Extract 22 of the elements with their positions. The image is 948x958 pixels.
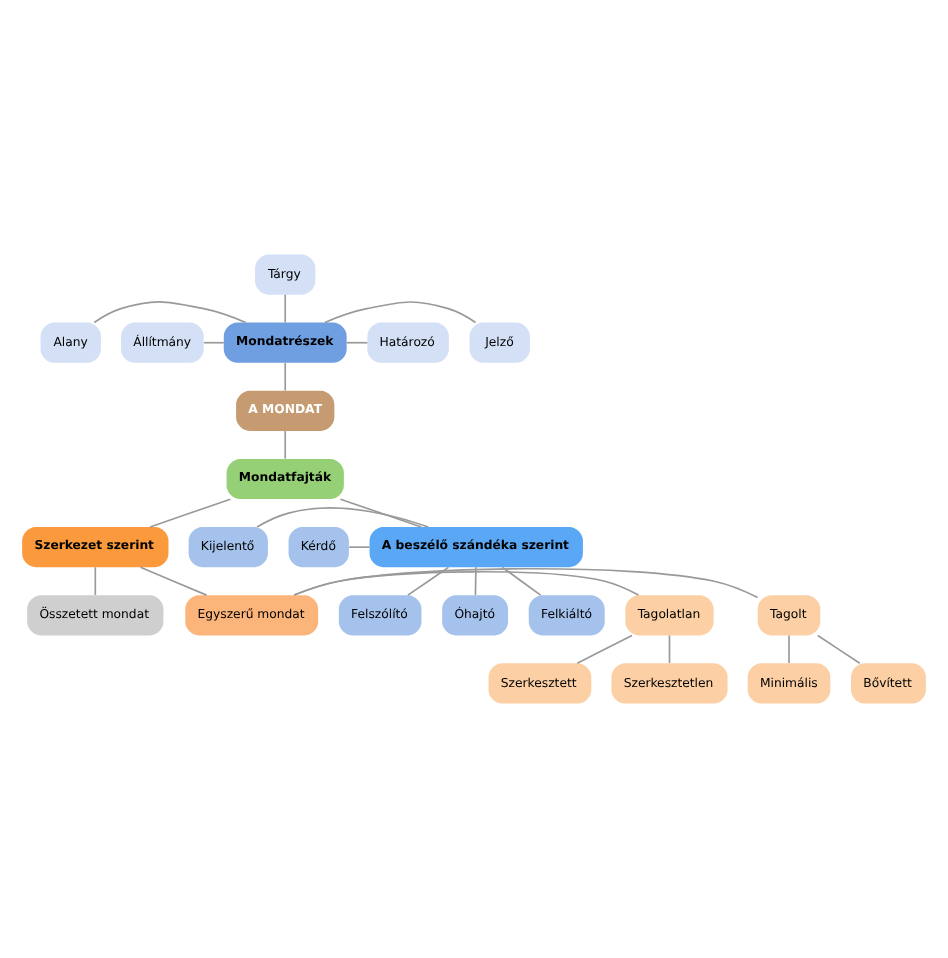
connector: [139, 566, 208, 596]
connector: [203, 341, 225, 344]
connector: [576, 634, 633, 665]
connector: [284, 293, 287, 324]
connector: [94, 566, 97, 596]
connector: [348, 546, 371, 548]
connector: [345, 341, 369, 344]
connector: [668, 634, 671, 664]
connector: [407, 566, 450, 596]
connector: [293, 567, 759, 599]
connector: [816, 634, 861, 665]
connector: [256, 507, 430, 528]
connector: [284, 430, 287, 460]
connector: [284, 362, 287, 392]
connector: [474, 566, 477, 596]
connector: [501, 566, 542, 596]
connector: [324, 301, 477, 324]
connector: [149, 498, 232, 528]
connector: [93, 301, 247, 324]
connector: [788, 634, 790, 664]
connector: [293, 570, 640, 596]
connector: [339, 498, 422, 528]
